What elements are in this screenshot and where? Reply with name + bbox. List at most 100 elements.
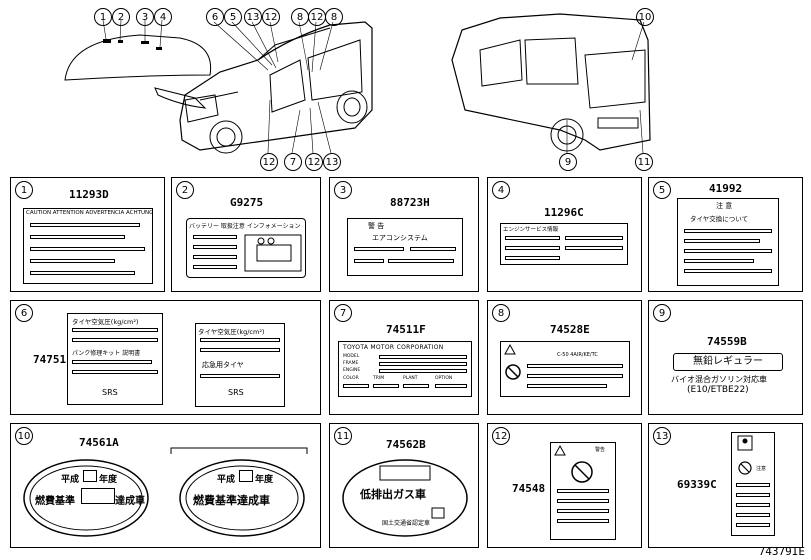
emblem-ach: 達成車 (115, 496, 145, 507)
person-icon (737, 435, 753, 451)
row-frame: FRAME (343, 361, 359, 366)
callout-9-bottom[interactable]: 9 (559, 153, 577, 171)
emblem-b-era: 平成 (217, 475, 236, 485)
panel-number: 4 (492, 181, 510, 199)
part-number: 41992 (709, 182, 743, 195)
part-number: 74562B (386, 438, 426, 451)
figure-id: 74379IE (758, 545, 805, 558)
panel-number: 11 (334, 427, 352, 445)
callout-12-top-a[interactable]: 12 (262, 8, 280, 26)
panel-8[interactable]: 8 74528E C-50 4AIR/KE/TC (487, 300, 642, 415)
tire-change-label: 注 意 タイヤ交換について (677, 198, 779, 286)
warning-triangle-icon (554, 444, 566, 456)
row-trim: TRIM (373, 376, 385, 381)
part-number: 11296C (544, 206, 584, 219)
label-title: 注 意 (716, 202, 733, 210)
part-number: 74511F (386, 323, 426, 336)
label-text-a-b: タイヤ空気圧(kg/cm²) (198, 328, 265, 336)
panel-number: 1 (15, 181, 33, 199)
panel-7[interactable]: 7 74511F TOYOTA MOTOR CORPORATION MODEL … (329, 300, 479, 415)
panel-number: 8 (492, 304, 510, 322)
panel-10[interactable]: 10 74561A 平成 年度 燃費基準 達成車 平成 年度 燃費基準達成車 (10, 423, 321, 548)
callout-1-top[interactable]: 1 (94, 8, 112, 26)
row-color: COLOR (343, 376, 359, 381)
callout-7-bottom[interactable]: 7 (284, 153, 302, 171)
emblem-b-year: 年度 (255, 475, 274, 485)
row-plant: PLANT (403, 376, 418, 381)
callout-8-top-b[interactable]: 8 (325, 8, 343, 26)
callout-8-top-a[interactable]: 8 (291, 8, 309, 26)
tire-pressure-label-a: タイヤ空気圧(kg/cm²) パンク修理キット 説明書 SRS (67, 313, 163, 405)
panel-number: 13 (653, 427, 671, 445)
top-illustration: 1 2 3 4 6 5 13 12 8 12 8 10 12 7 12 13 9… (0, 0, 811, 175)
callout-3-top[interactable]: 3 (136, 8, 154, 26)
hood-drawing (64, 13, 651, 154)
panel-number: 3 (334, 181, 352, 199)
callout-11-bottom[interactable]: 11 (635, 153, 653, 171)
label-text: エンジンサービス情報 (503, 227, 559, 233)
panel-number: 9 (653, 304, 671, 322)
bracket-line (170, 447, 308, 454)
callout-10-top[interactable]: 10 (636, 8, 654, 26)
row-option: OPTION (435, 376, 453, 381)
battery-label: バッテリー 取扱注意 インフォメーション (186, 218, 306, 278)
warning-label: 警告 (550, 442, 616, 540)
label-text-c: 応急用タイヤ (202, 361, 244, 369)
label-sub: エアコンシステム (372, 234, 428, 242)
fuel-economy-emblem-a (23, 459, 149, 537)
callout-2-top[interactable]: 2 (112, 8, 130, 26)
part-number: 74528E (550, 323, 590, 336)
panel-number: 10 (15, 427, 33, 445)
emblem-std: 燃費基準 (35, 496, 75, 507)
label-text-b: パンク修理キット 説明書 (72, 350, 141, 357)
callout-6-top[interactable]: 6 (206, 8, 224, 26)
part-number: G9275 (230, 196, 264, 209)
panel-12[interactable]: 12 74548 警告 (487, 423, 642, 548)
panel-11[interactable]: 11 74562B 低排出ガス車 国土交通省認定車 (329, 423, 479, 548)
label-text: C-50 4AIR/KE/TC (557, 352, 598, 358)
panel-2[interactable]: 2 G9275 バッテリー 取扱注意 インフォメーション (171, 177, 321, 292)
label-text-a: タイヤ空気圧(kg/cm²) (72, 318, 139, 326)
part-number: 74751 (33, 353, 67, 366)
van-diagram-icon (244, 234, 302, 272)
callout-13-bottom[interactable]: 13 (323, 153, 341, 171)
panel-6[interactable]: 6 74751 タイヤ空気圧(kg/cm²) パンク修理キット 説明書 SRS … (10, 300, 321, 415)
caution-label: C-50 4AIR/KE/TC (500, 341, 630, 397)
panel-number: 6 (15, 304, 33, 322)
panel-3[interactable]: 3 88723H 警 告 エアコンシステム (329, 177, 479, 292)
callout-12-bottom-a[interactable]: 12 (260, 153, 278, 171)
panel-4[interactable]: 4 11296C エンジンサービス情報 (487, 177, 642, 292)
aircon-warning-label: 警 告 エアコンシステム (347, 218, 463, 276)
low-emission-emblem (342, 459, 468, 537)
part-number: 74559B (707, 335, 747, 348)
panel-1[interactable]: 1 11293D CAUTION ATTENTION ADVERTENCIA A… (10, 177, 165, 292)
label-text: 注意 (756, 466, 767, 472)
label-text: CAUTION ATTENTION ADVERTENCIA ACHTUNG (26, 210, 154, 216)
callout-4-top[interactable]: 4 (154, 8, 172, 26)
panel-5[interactable]: 5 41992 注 意 タイヤ交換について (648, 177, 803, 292)
callout-12-top-b[interactable]: 12 (308, 8, 326, 26)
label-title: 警 告 (368, 222, 385, 230)
label-title: 無鉛レギュラー (693, 356, 763, 367)
fuel-label: 無鉛レギュラー (673, 353, 783, 371)
panel-9[interactable]: 9 74559B 無鉛レギュラー バイオ混合ガソリン対応車 (E10/ETBE2… (648, 300, 803, 415)
panel-13[interactable]: 13 69339C 注意 (648, 423, 803, 548)
emblem-b-full: 燃費基準達成車 (193, 494, 270, 507)
part-number: 69339C (677, 478, 717, 491)
panel-number: 5 (653, 181, 671, 199)
no-touch-icon (571, 461, 593, 483)
label-title: TOYOTA MOTOR CORPORATION (343, 344, 444, 351)
callout-12-bottom-b[interactable]: 12 (305, 153, 323, 171)
row-engine: ENGINE (343, 368, 361, 373)
warning-triangle-icon (504, 343, 516, 355)
part-number: 74548 (512, 482, 546, 495)
label-text: 警告 (595, 447, 606, 453)
tire-pressure-label-b: タイヤ空気圧(kg/cm²) 応急用タイヤ SRS (195, 323, 285, 407)
caution-label: 注意 (731, 432, 775, 536)
callout-13-top[interactable]: 13 (244, 8, 262, 26)
label-sub: 国土交通省認定車 (382, 520, 431, 527)
callout-5-top[interactable]: 5 (224, 8, 242, 26)
part-number: 11293D (69, 188, 109, 201)
no-touch-icon (738, 461, 752, 475)
label-text: バッテリー 取扱注意 インフォメーション (189, 223, 301, 230)
